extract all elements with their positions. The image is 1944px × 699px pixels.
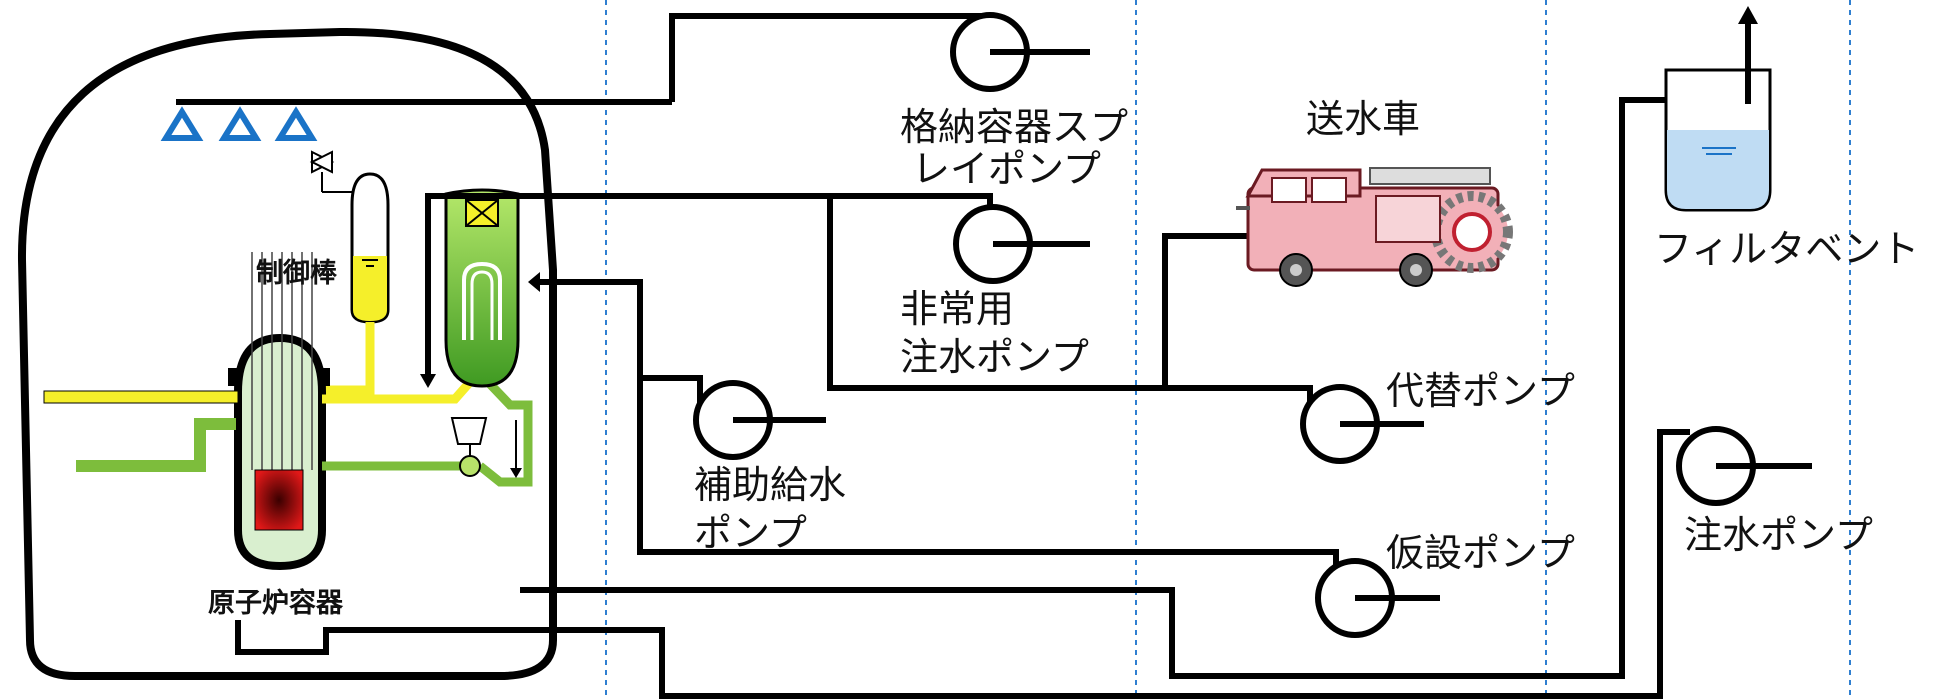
temporary-pump-label: 仮設ポンプ (1386, 531, 1575, 575)
cv-spray-pump (950, 12, 1090, 92)
aux-feed-pump-label-line2: ポンプ (694, 511, 807, 555)
alternate-pump-label: 代替ポンプ (1386, 369, 1575, 413)
spray-nozzle-icon (274, 106, 318, 141)
temporary-pump (1315, 558, 1440, 638)
vessel-bottom-line (235, 429, 1690, 699)
steam-generator (444, 188, 520, 388)
cv-spray-line (669, 13, 993, 102)
valve-icon (309, 150, 358, 193)
fire-truck-icon (1236, 167, 1513, 287)
column-dividers (605, 0, 1851, 699)
cv-spray-pump-label-line1: 格納容器スプ (900, 105, 1128, 149)
alternate-pump (1300, 384, 1424, 464)
spray-nozzle-icon (160, 106, 204, 141)
fire-truck-label: 送水車 (1306, 97, 1420, 141)
feedwater-line (76, 418, 236, 472)
reactor-vessel (228, 252, 330, 571)
reactor-core (254, 469, 304, 531)
aux-feedwater-pump (693, 380, 826, 460)
spray-header (160, 99, 672, 141)
control-rod-label: 制御棒 (256, 258, 338, 289)
emergency-injection-line (425, 193, 830, 380)
filter-vent-label: フィルタベント (1654, 227, 1919, 271)
containment-vessel (17, 27, 557, 680)
reactor-vessel-label: 原子炉容器 (208, 587, 344, 619)
emergency-pump-label-line2: 注水ポンプ (900, 335, 1089, 379)
aux-feed-pump-label-line1: 補助給水 (694, 463, 846, 507)
aux-feed-line (540, 279, 1339, 584)
cv-spray-pump-label-line2: レイポンプ (912, 147, 1101, 191)
coolant-pump-icon (450, 417, 488, 477)
injection-pump-label: 注水ポンプ (1684, 513, 1873, 557)
filter-vent-tank (1664, 6, 1772, 212)
injection-pump (1676, 426, 1812, 506)
emergency-injection-pump (953, 204, 1090, 284)
spray-nozzle-icon (218, 106, 262, 141)
main-steam-line (43, 390, 239, 404)
emergency-pump-label-line1: 非常用 (900, 287, 1014, 331)
